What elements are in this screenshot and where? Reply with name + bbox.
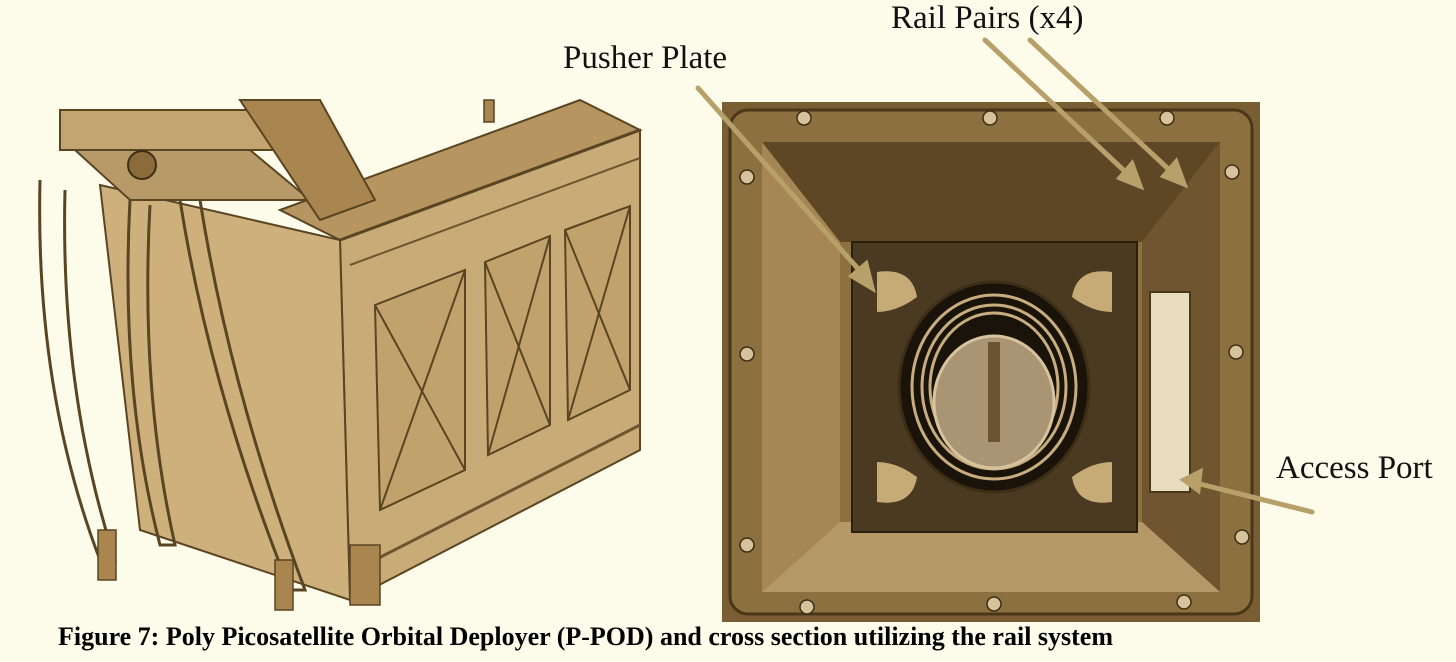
ppod-cross-section-photo: [722, 102, 1260, 622]
pusher-plate-label: Pusher Plate: [563, 40, 728, 76]
rail-pairs-label: Rail Pairs (x4): [891, 0, 1084, 36]
figure-caption: Figure 7: Poly Picosatellite Orbital Dep…: [58, 622, 1114, 651]
access-port-label: Access Port: [1276, 450, 1433, 486]
ppod-render-image: [38, 98, 643, 611]
